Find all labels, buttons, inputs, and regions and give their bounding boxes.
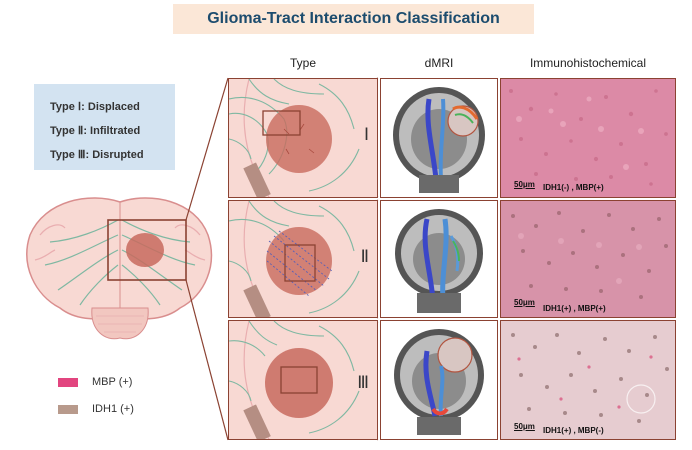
type-legend-item-1: Type Ⅰ: Displaced [50, 101, 140, 113]
legend-mbp: MBP (+) [58, 376, 132, 388]
histo-label-3: IDH1(+) , MBP(-) [543, 426, 604, 435]
type-legend-box: Type Ⅰ: Displaced Type Ⅱ: Infiltrated Ty… [34, 84, 175, 170]
ihc-panel-1: 50μm IDH1(-) , MBP(+) [500, 78, 676, 198]
row-roman-2: Ⅱ [360, 247, 369, 266]
type-legend-item-2: Type Ⅱ: Infiltrated [50, 125, 141, 137]
scale-bar-label-3: 50μm [514, 422, 535, 431]
column-header-dmri: dMRI [424, 56, 454, 70]
row-roman-1: Ⅰ [363, 125, 369, 144]
diagram-title: Glioma-Tract Interaction Classification [207, 10, 500, 27]
legend-mbp-label: MBP (+) [92, 376, 133, 388]
dmri-panel-2 [380, 200, 498, 318]
ihc-panel-3: 50μm IDH1(+) , MBP(-) [500, 320, 676, 440]
row-roman-3: Ⅲ [357, 373, 369, 392]
scale-bar-label-2: 50μm [514, 298, 535, 307]
type-panel-2: Ⅱ [228, 200, 378, 318]
type-legend-item-3: Type Ⅲ: Disrupted [50, 149, 144, 161]
legend-idh1-label: IDH1 (+) [92, 403, 134, 415]
legend-mbp-swatch [58, 377, 78, 387]
ihc-texture-3 [511, 333, 669, 423]
column-header-type: Type [289, 56, 316, 70]
ihc-texture-2 [511, 211, 668, 299]
dmri-panel-3 [380, 320, 498, 440]
ihc-panel-2: 50μm IDH1(+) , MBP(+) [500, 200, 676, 318]
legend-idh1: IDH1 (+) [58, 403, 134, 415]
type-panel-1: Ⅰ [228, 78, 378, 198]
whole-brain-illustration [20, 180, 220, 350]
type-panel-3: Ⅲ [228, 320, 378, 440]
dmri-panel-1 [380, 78, 498, 198]
histo-label-2: IDH1(+) , MBP(+) [543, 304, 606, 313]
title-banner: Glioma-Tract Interaction Classification [173, 4, 534, 34]
scale-bar-3: 50μm [514, 422, 535, 431]
legend-idh1-swatch [58, 404, 78, 414]
ihc-texture-1 [509, 89, 668, 186]
scale-bar-label-1: 50μm [514, 180, 535, 189]
histo-label-1: IDH1(-) , MBP(+) [543, 183, 604, 192]
scale-bar-2: 50μm [514, 298, 535, 307]
scale-bar-1: 50μm [514, 180, 535, 189]
column-header-ihc: Immunohistochemical [529, 56, 647, 70]
